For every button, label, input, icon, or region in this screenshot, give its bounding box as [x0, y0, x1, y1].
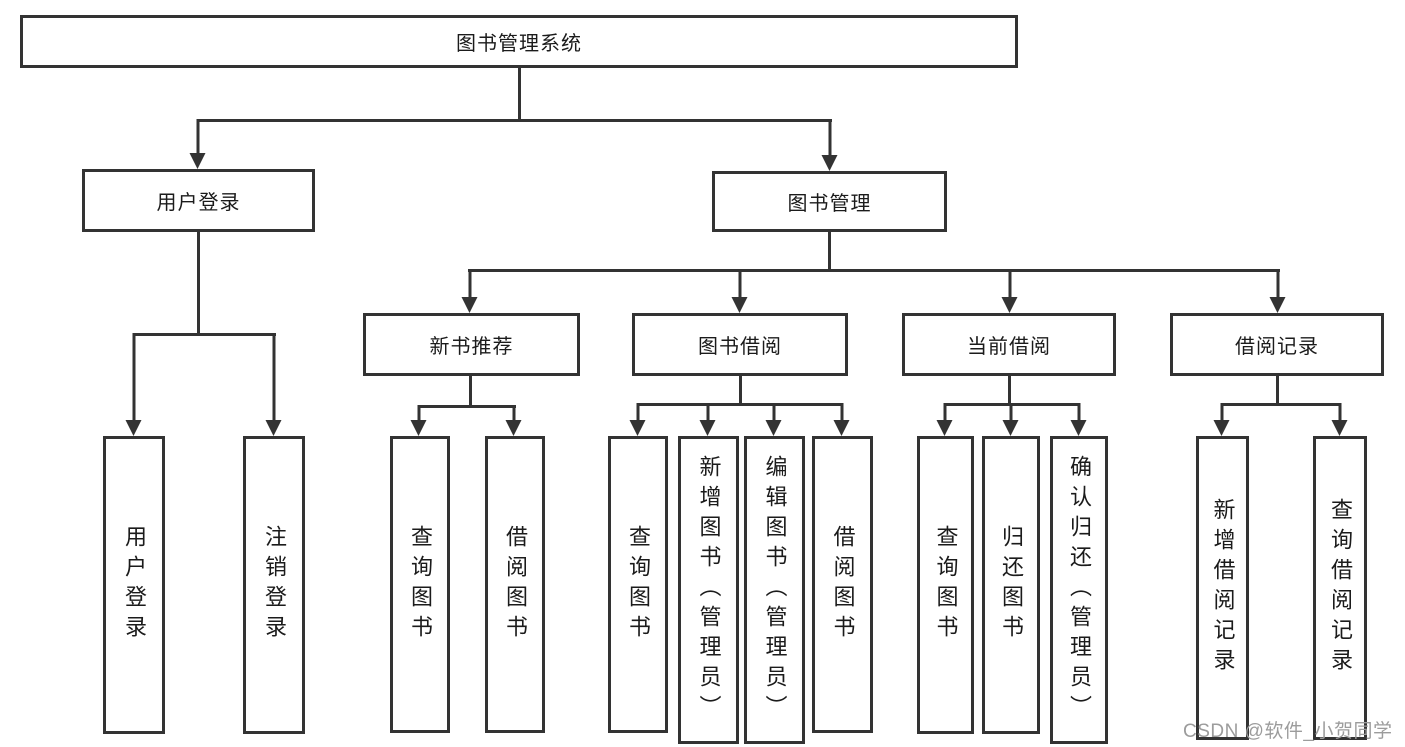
- connector-vline: [739, 376, 742, 405]
- leaf-add-book-admin: 新增图书（管理员）: [678, 436, 739, 744]
- node-user-login-branch: 用户登录: [82, 169, 315, 232]
- leaf-label: 借阅图书: [503, 524, 528, 645]
- connector-vline: [1008, 376, 1011, 405]
- arrow-down-icon: [1213, 403, 1231, 436]
- arrow-down-icon: [1331, 403, 1349, 436]
- connector-hline: [197, 119, 832, 122]
- node-label: 图书管理系统: [456, 33, 582, 55]
- node-label: 新书推荐: [429, 336, 514, 358]
- arrow-down-icon: [505, 405, 523, 436]
- connector-hline: [468, 269, 1280, 272]
- leaf-user-login: 用户登录: [103, 436, 165, 734]
- leaf-logout: 注销登录: [243, 436, 305, 734]
- leaf-label: 用户登录: [122, 525, 147, 645]
- leaf-label: 新增图书（管理员）: [696, 455, 722, 725]
- leaf-edit-book-admin: 编辑图书（管理员）: [744, 436, 805, 744]
- arrow-down-icon: [461, 269, 479, 313]
- arrow-down-icon: [699, 403, 717, 436]
- arrow-down-icon: [125, 333, 143, 436]
- node-borrow-records: 借阅记录: [1170, 313, 1384, 376]
- connector-vline: [197, 232, 200, 335]
- node-book-management-branch: 图书管理: [712, 171, 947, 232]
- connector-hline: [1221, 403, 1341, 406]
- arrow-down-icon: [265, 333, 283, 436]
- connector-vline: [1276, 376, 1279, 405]
- node-book-management-system: 图书管理系统: [20, 15, 1018, 68]
- arrow-down-icon: [833, 403, 851, 436]
- arrow-down-icon: [410, 405, 428, 436]
- leaf-label: 查询图书: [626, 524, 651, 645]
- connector-vline: [828, 232, 831, 272]
- leaf-query-books-borrow: 查询图书: [608, 436, 668, 733]
- node-label: 图书管理: [787, 193, 872, 215]
- arrow-down-icon: [1001, 269, 1019, 313]
- leaf-label: 确认归还（管理员）: [1067, 455, 1092, 725]
- leaf-confirm-return-admin: 确认归还（管理员）: [1050, 436, 1108, 744]
- csdn-watermark: CSDN @软件_小贺同学: [1183, 721, 1393, 742]
- leaf-query-books-recommend: 查询图书: [390, 436, 450, 733]
- connector-hline: [637, 403, 843, 406]
- node-current-borrow: 当前借阅: [902, 313, 1116, 376]
- arrow-down-icon: [629, 403, 647, 436]
- arrow-down-icon: [936, 403, 954, 436]
- connector-vline: [518, 68, 521, 121]
- node-new-book-recommend: 新书推荐: [363, 313, 580, 376]
- leaf-borrow-books: 借阅图书: [812, 436, 873, 733]
- arrow-down-icon: [1002, 403, 1020, 436]
- arrow-down-icon: [731, 269, 749, 313]
- leaf-query-books-current: 查询图书: [917, 436, 974, 734]
- connector-vline: [469, 376, 472, 407]
- leaf-label: 新增借阅记录: [1210, 498, 1236, 678]
- leaf-borrow-books-recommend: 借阅图书: [485, 436, 545, 733]
- leaf-label: 注销登录: [262, 525, 287, 645]
- node-book-borrow: 图书借阅: [632, 313, 848, 376]
- arrow-down-icon: [821, 119, 839, 171]
- leaf-label: 归还图书: [999, 525, 1024, 645]
- arrow-down-icon: [765, 403, 783, 436]
- connector-hline: [418, 405, 516, 408]
- node-label: 当前借阅: [967, 336, 1051, 358]
- leaf-label: 编辑图书（管理员）: [762, 455, 788, 725]
- leaf-label: 查询图书: [933, 525, 959, 645]
- node-label: 借阅记录: [1235, 336, 1319, 358]
- leaf-label: 查询图书: [408, 524, 433, 645]
- leaf-query-borrow-record: 查询借阅记录: [1313, 436, 1367, 740]
- arrow-down-icon: [1269, 269, 1287, 313]
- leaf-return-book: 归还图书: [982, 436, 1040, 734]
- leaf-label: 借阅图书: [830, 524, 856, 645]
- arrow-down-icon: [1070, 403, 1088, 436]
- connector-hline: [133, 333, 276, 336]
- arrow-down-icon: [189, 119, 207, 169]
- node-label: 图书借阅: [698, 336, 782, 358]
- leaf-label: 查询借阅记录: [1328, 498, 1353, 678]
- leaf-add-borrow-record: 新增借阅记录: [1196, 436, 1249, 740]
- node-label: 用户登录: [156, 192, 241, 214]
